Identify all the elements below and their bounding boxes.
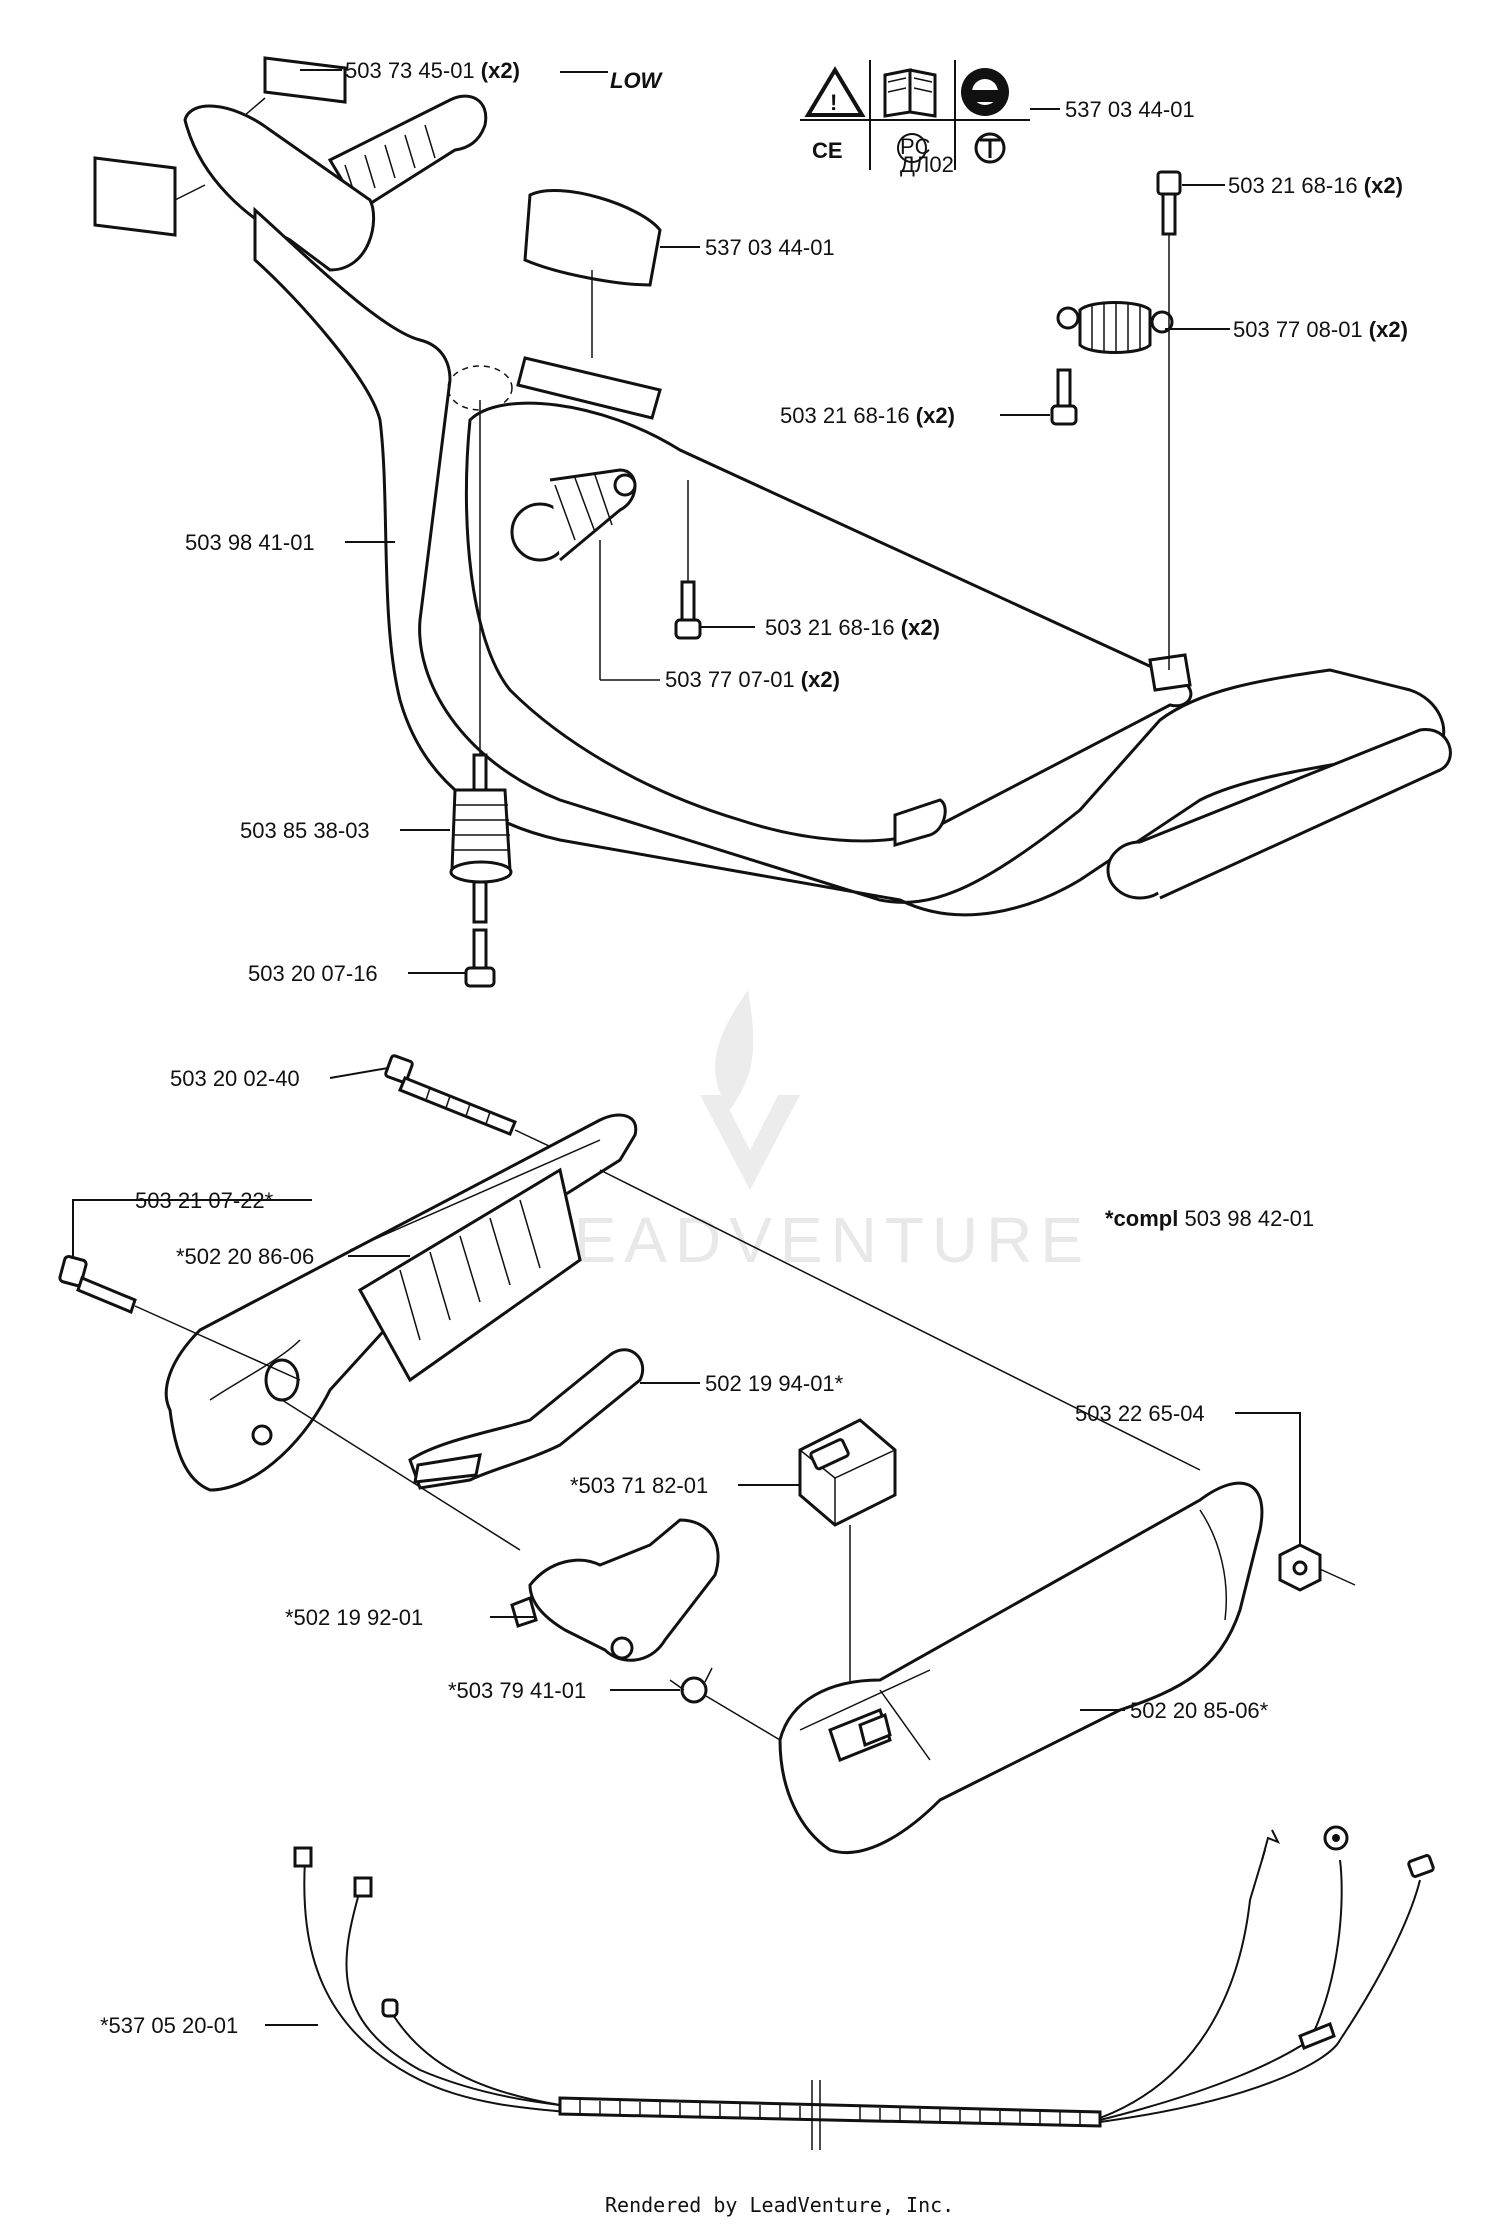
label-decal-low: 503 73 45-01 (x2) (345, 58, 520, 83)
label-handlebar: 503 98 41-01 (185, 530, 315, 555)
label-switch: *503 71 82-01 (570, 1473, 708, 1498)
label-handle-half-a: *502 20 86-06 (176, 1244, 314, 1269)
manual-book-icon (883, 68, 937, 118)
label-throttle-trigger: *502 19 92-01 (285, 1605, 423, 1630)
connector-a (293, 1846, 313, 1868)
label-handle-decal: 537 03 44-01 (705, 235, 835, 260)
bolt-long (384, 1054, 601, 1171)
svg-text:PC: PC (900, 134, 931, 159)
part-labels: 503 73 45-01 (x2) 537 03 44-01 537 03 44… (100, 58, 1408, 2038)
screw-handle (58, 1254, 301, 1381)
label-damper: 503 85 38-03 (240, 818, 370, 843)
symbol-label: ! CE PC ДЛ02 (800, 60, 1030, 177)
screw-low (674, 480, 702, 640)
handle-label-strip (516, 356, 662, 420)
switch (798, 1418, 897, 1720)
screw-bottom (464, 928, 496, 988)
handlebar-drawing (93, 56, 1452, 917)
warning-icon: ! (804, 66, 866, 117)
gost-icon (974, 132, 1006, 164)
ear-protection-icon (961, 68, 1009, 116)
label-trigger-spring: *503 79 41-01 (448, 1678, 586, 1703)
label-screw-bottom: 503 20 07-16 (248, 961, 378, 986)
label-spring-right: 503 77 08-01 (x2) (1233, 317, 1408, 342)
svg-text:!: ! (830, 90, 837, 115)
watermark: LEADVENTURE (530, 990, 1091, 1276)
label-screw-low: 503 21 68-16 (x2) (765, 615, 940, 640)
label-537-rect (523, 189, 662, 287)
label-wire-harness: *537 05 20-01 (100, 2013, 238, 2038)
label-spring-left: 503 77 07-01 (x2) (665, 667, 840, 692)
leader-lines (72, 69, 1301, 2026)
svg-text:ДЛ02: ДЛ02 (900, 152, 954, 177)
label-handle-half-b: 502 20 85-06* (1130, 1698, 1269, 1723)
spring-right (1056, 301, 1174, 354)
ce-mark-icon: CE (812, 138, 843, 163)
label-throttle-lock: 502 19 94-01* (705, 1371, 844, 1396)
svg-text:LOW: LOW (610, 68, 664, 93)
label-symbol-decal: 537 03 44-01 (1065, 97, 1195, 122)
throttle-lock (408, 1348, 645, 1490)
connector-c (381, 1998, 399, 2018)
rosstest-icon: PC ДЛ02 (897, 133, 954, 177)
connector-b (353, 1876, 373, 1898)
nut (1278, 1543, 1322, 1592)
label-screw-mid: 503 21 68-16 (x2) (780, 403, 955, 428)
damper (449, 753, 513, 924)
trigger-spring (669, 1667, 781, 1741)
handle-half-a (164, 1113, 638, 1492)
screw-mid (1050, 368, 1078, 426)
wire-harness (293, 1825, 1435, 2150)
low-logo: LOW (610, 68, 664, 93)
label-screw-top: 503 21 68-16 (x2) (1228, 173, 1403, 198)
watermark-text: LEADVENTURE (530, 1204, 1091, 1276)
label-screw-handle: 503 21 07-22* (135, 1188, 274, 1213)
label-compl: *compl 503 98 42-01 (1105, 1206, 1314, 1231)
decal-small-a (263, 56, 347, 104)
label-bolt-long: 503 20 02-40 (170, 1066, 300, 1091)
connector-d (1407, 1854, 1435, 1878)
screw-top (1156, 170, 1182, 670)
label-nut: 503 22 65-04 (1075, 1401, 1205, 1426)
handle-half-b (778, 1481, 1264, 1855)
decal-small-b (93, 156, 177, 237)
spring-left (510, 468, 637, 562)
throttle-trigger (510, 1518, 720, 1662)
footer-credit: Rendered by LeadVenture, Inc. (605, 2193, 954, 2217)
